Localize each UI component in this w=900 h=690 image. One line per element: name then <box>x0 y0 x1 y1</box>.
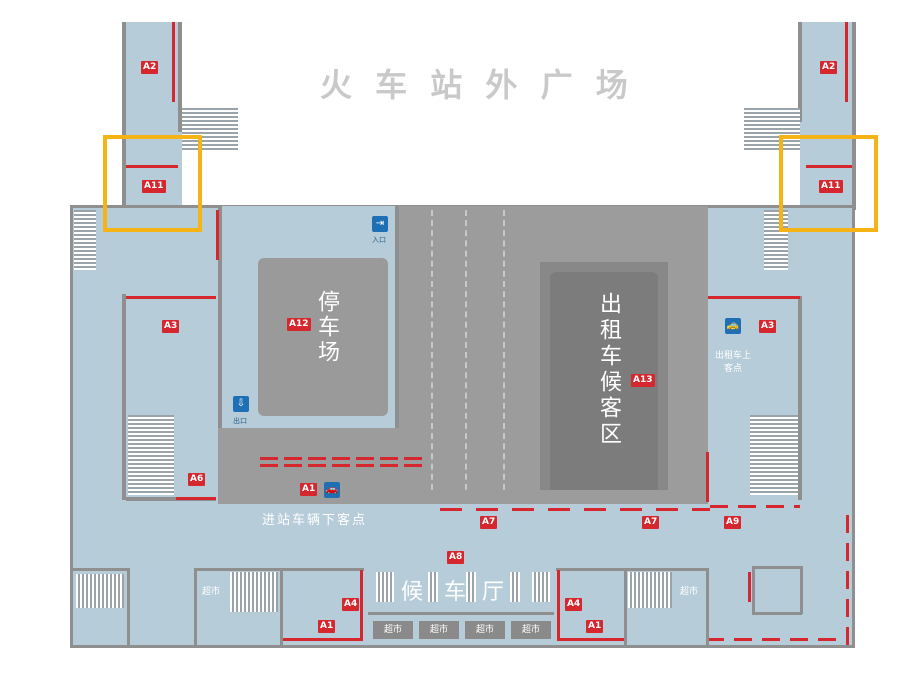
right-tower <box>800 22 852 210</box>
marker-a4-left[interactable]: A4 <box>342 598 360 611</box>
marker-a6[interactable]: A6 <box>188 473 206 486</box>
hall-market-2[interactable]: 超市 <box>419 621 459 639</box>
hall-char-1: 候 <box>401 580 424 605</box>
marker-a4-right[interactable]: A4 <box>565 598 583 611</box>
marker-a2-right[interactable]: A2 <box>820 61 838 74</box>
taxi-pickup-label: 出租车上客点 <box>714 351 751 374</box>
taxi-icon[interactable]: 🚕 <box>725 318 741 334</box>
hall-char-2: 车 <box>444 580 467 605</box>
marker-a1-right[interactable]: A1 <box>586 620 604 633</box>
right-shop-stairs <box>628 572 672 608</box>
highlight-right-a11 <box>779 135 878 232</box>
highlight-left-a11 <box>103 135 202 232</box>
marker-a11-left[interactable]: A11 <box>142 180 166 193</box>
hall-market-1[interactable]: 超市 <box>373 621 413 639</box>
parking-label: 停车场 <box>314 290 339 365</box>
entrance-icon[interactable]: ⇥ <box>372 216 388 232</box>
exit-icon[interactable]: ⇩ <box>233 396 249 412</box>
marker-a11-right[interactable]: A11 <box>819 180 843 193</box>
marker-a3-right[interactable]: A3 <box>759 320 777 333</box>
left-wing-stairs <box>128 415 174 495</box>
marker-a8[interactable]: A8 <box>447 551 465 564</box>
marker-a1-dropoff[interactable]: A1 <box>300 483 318 496</box>
lane-line <box>465 210 467 500</box>
marker-a9[interactable]: A9 <box>724 516 742 529</box>
parking-lot[interactable] <box>258 258 388 416</box>
left-side-stairs <box>74 210 96 270</box>
dropoff-line <box>260 457 426 460</box>
dropoff-line <box>260 464 426 467</box>
marker-a12[interactable]: A12 <box>287 318 311 331</box>
hall-market-3[interactable]: 超市 <box>465 621 505 639</box>
right-side-stairs <box>764 210 788 270</box>
plaza-title: 火 车 站 外 广 场 <box>320 66 634 104</box>
right-wing-stairs <box>750 415 798 495</box>
marker-a2-left[interactable]: A2 <box>141 61 159 74</box>
lane-line <box>503 210 505 500</box>
entrance-label: 入口 <box>372 236 386 244</box>
hall-char-3: 厅 <box>482 580 505 605</box>
left-shop-stairs <box>230 572 278 612</box>
car-icon[interactable]: 🚗 <box>324 482 340 498</box>
taxi-waiting-label: 出租车候客区 <box>596 292 621 448</box>
market-right-1: 超市 <box>680 587 699 597</box>
left-upper-stairs <box>182 108 238 152</box>
bottom-left-stairs <box>76 574 124 608</box>
marker-a3-left[interactable]: A3 <box>162 320 180 333</box>
exit-label: 出口 <box>233 417 247 425</box>
right-upper-stairs <box>744 108 800 152</box>
marker-a1-left[interactable]: A1 <box>318 620 336 633</box>
market-left-1: 超市 <box>202 587 221 597</box>
dropoff-label: 进站车辆下客点 <box>262 513 368 528</box>
marker-a13[interactable]: A13 <box>631 374 655 387</box>
marker-a7-right[interactable]: A7 <box>642 516 660 529</box>
marker-a7-left[interactable]: A7 <box>480 516 498 529</box>
lane-line <box>431 210 433 500</box>
hall-market-4[interactable]: 超市 <box>511 621 551 639</box>
